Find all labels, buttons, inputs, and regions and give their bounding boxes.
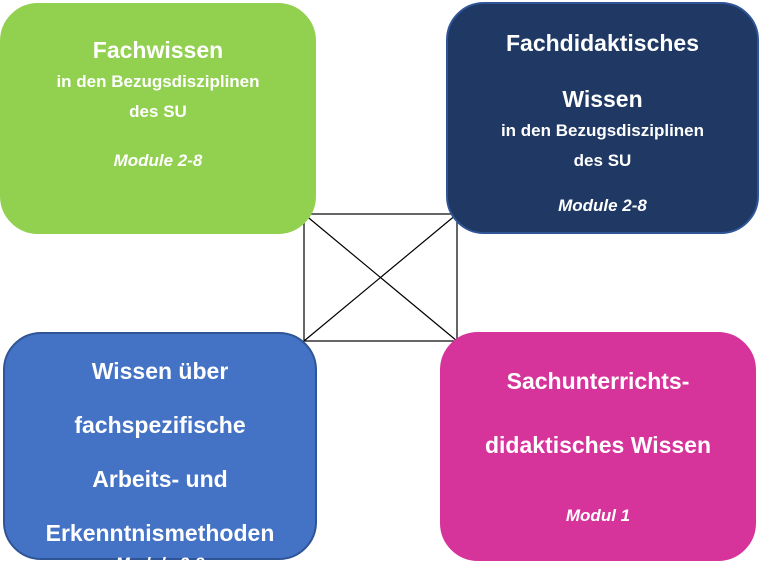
box-title: fachspezifische bbox=[74, 412, 246, 438]
box-module: Module 2-8 bbox=[113, 151, 203, 170]
box-title: didaktisches Wissen bbox=[484, 432, 712, 458]
box-title: Wissen bbox=[562, 86, 643, 112]
box-title: Erkenntnismethoden bbox=[45, 520, 275, 546]
box-title: Wissen über bbox=[91, 358, 229, 384]
box-module: Module 2-8 bbox=[558, 196, 647, 215]
center-connector bbox=[303, 213, 458, 342]
arbeitsmethoden-box: Wissen über fachspezifische Arbeits- und… bbox=[3, 332, 317, 573]
box-title: Fachwissen bbox=[92, 37, 224, 63]
box-subtitle: des SU bbox=[573, 151, 632, 170]
box-subtitle: in den Bezugsdisziplinen bbox=[500, 121, 705, 140]
box-title: Sachunterrichts- bbox=[506, 368, 690, 394]
box-subtitle: in den Bezugsdisziplinen bbox=[56, 72, 260, 91]
diagonal-line-2 bbox=[303, 213, 458, 342]
box-module: Modul 1 bbox=[565, 506, 631, 525]
fachdidaktisches-wissen-box: Fachdidaktisches Wissen in den Bezugsdis… bbox=[446, 2, 759, 234]
fachwissen-box: Fachwissen in den Bezugsdisziplinen des … bbox=[0, 3, 316, 234]
sachunterrichtsdidaktik-box: Sachunterrichts- didaktisches Wissen Mod… bbox=[440, 332, 756, 561]
box-title: Arbeits- und bbox=[92, 466, 228, 492]
box-subtitle: des SU bbox=[129, 102, 187, 121]
box-title: Fachdidaktisches bbox=[505, 30, 700, 56]
box-module: Module 2-8 bbox=[115, 554, 205, 573]
